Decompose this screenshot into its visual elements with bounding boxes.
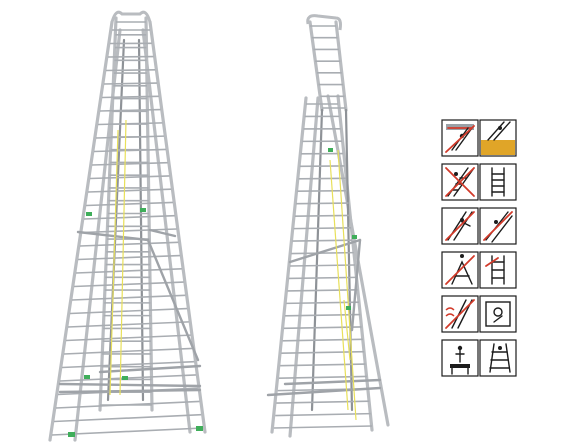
hinge-clip xyxy=(328,148,333,152)
ladder-rung xyxy=(77,254,181,261)
no-leaning-sideways-icon xyxy=(441,163,479,201)
ladder-front-view xyxy=(48,10,207,442)
ladder-rung xyxy=(292,239,353,242)
no-wind-icon xyxy=(441,295,479,333)
ladder-rung xyxy=(289,264,356,267)
hinge-clip xyxy=(122,376,128,380)
ladder-rung xyxy=(91,161,168,166)
ladder-rung xyxy=(291,251,354,255)
ladder-rung xyxy=(273,425,373,429)
ladder-rung xyxy=(288,276,357,280)
floor-surface-icon xyxy=(479,119,517,157)
foot-cap xyxy=(68,432,75,437)
hinge-clip xyxy=(86,212,92,216)
hinge-clip xyxy=(346,306,351,310)
climbing-ladder-icon xyxy=(479,339,517,377)
no-diagonal-climb-icon xyxy=(479,207,517,245)
ladder-rung xyxy=(275,412,371,417)
ladder-rung xyxy=(75,268,182,274)
ladder-rungs xyxy=(51,21,204,436)
hinge-clip xyxy=(352,235,357,239)
ladder-rung xyxy=(51,427,204,436)
ladder-rung xyxy=(85,201,173,207)
ladder-rung xyxy=(101,95,159,99)
ladder-rung xyxy=(297,189,348,193)
ladder-rung xyxy=(99,108,161,112)
ladder-rungs-icon xyxy=(479,251,517,289)
overhead-obstacle-warning-icon xyxy=(441,119,479,157)
ladder-side-view xyxy=(266,14,390,438)
ladder-rung xyxy=(286,301,359,305)
ladder-rung xyxy=(79,241,179,247)
ladder-rung xyxy=(89,175,170,180)
ladder-rung xyxy=(71,294,186,301)
person-on-platform-icon xyxy=(441,339,479,377)
ladder-rung xyxy=(87,188,172,193)
ladder-rung xyxy=(296,202,349,205)
ladder-rung xyxy=(287,288,358,292)
ladder-rung xyxy=(276,400,370,404)
ladder-rung xyxy=(65,334,191,342)
ladder-rung xyxy=(81,228,177,234)
ladder-rung xyxy=(294,214,350,217)
no-overreach-icon xyxy=(441,207,479,245)
ladder-rung xyxy=(103,82,158,85)
ladder-rung xyxy=(53,413,202,423)
ladder-rung xyxy=(285,313,361,317)
foot-cap xyxy=(196,426,203,431)
ladder-rung xyxy=(105,69,156,72)
ladder-rung xyxy=(278,375,367,379)
ladder-rung xyxy=(67,321,189,328)
ladder-rung xyxy=(61,360,195,369)
ladder-rung xyxy=(293,227,352,230)
ladder-rung xyxy=(280,363,366,367)
ladder-rung xyxy=(83,214,175,220)
ladder-rungs xyxy=(273,25,373,429)
ladder-rung xyxy=(281,350,365,355)
ladder-upright-icon xyxy=(479,163,517,201)
ladder-rung xyxy=(69,307,188,315)
ladder-rung xyxy=(283,326,362,330)
safety-pictogram-panel xyxy=(441,119,517,377)
ladder-rung xyxy=(282,338,363,342)
hinge-clip xyxy=(140,208,146,212)
ladder-rung xyxy=(63,347,193,355)
no-standing-on-top-icon xyxy=(441,251,479,289)
hinge-clip xyxy=(84,375,90,379)
inspection-label-icon xyxy=(479,295,517,333)
